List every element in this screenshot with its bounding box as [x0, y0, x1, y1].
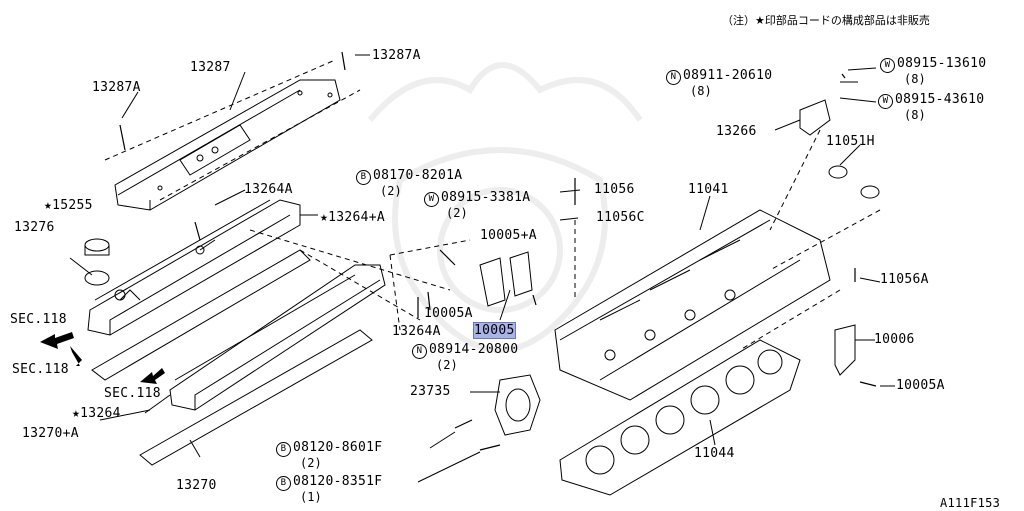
label-23735: 23735 — [410, 384, 451, 399]
bracket-10005A — [509, 251, 533, 297]
qty-08170: (2) — [380, 184, 402, 198]
bracket-10005 — [479, 257, 506, 307]
label-10006: 10006 — [874, 332, 915, 347]
bolts — [119, 51, 877, 451]
label-13264A: 13264A — [244, 182, 293, 197]
label-13287A-left: 13287A — [92, 80, 141, 95]
note-text: （注）★印部品コードの構成部品は非販売 — [722, 14, 930, 27]
qty-08120-8601F: (2) — [300, 456, 322, 470]
leader-lines — [69, 54, 895, 483]
rocker-cover-right — [169, 264, 386, 411]
head-gasket — [559, 339, 801, 496]
label-sec118-c[interactable]: SEC.118 — [104, 386, 161, 401]
plug-11051H-b — [860, 185, 880, 199]
qty-08120-8351F: (1) — [300, 490, 322, 504]
label-11051H: 11051H — [826, 134, 875, 149]
w-marker-icon: W — [880, 58, 895, 73]
label-11041: 11041 — [688, 182, 729, 197]
w-marker-icon: W — [424, 192, 439, 207]
label-sec118-b[interactable]: SEC.118 — [12, 362, 69, 377]
qty-08915-43610: (8) — [904, 108, 926, 122]
n-marker-icon: N — [412, 344, 427, 359]
qty-08911: (8) — [690, 84, 712, 98]
bracket-10006 — [834, 324, 856, 376]
label-13270plusA: 13270+A — [22, 426, 79, 441]
label-13264A-mid: 13264A — [392, 324, 441, 339]
label-13287A-top: 13287A — [372, 48, 421, 63]
label-15255: ★15255 — [44, 198, 93, 213]
b-marker-icon: B — [276, 476, 291, 491]
label-13264plusA: ★13264+A — [320, 210, 386, 225]
plug-11051H-a — [828, 165, 848, 179]
label-13287: 13287 — [190, 60, 231, 75]
b-marker-icon: B — [276, 442, 291, 457]
dashed-lines — [104, 59, 881, 351]
label-10005-highlighted[interactable]: 10005 — [473, 322, 516, 339]
rocker-cover-left — [87, 199, 301, 336]
qty-08915-3381A: (2) — [446, 206, 468, 220]
label-13266: 13266 — [716, 124, 757, 139]
label-11056A: 11056A — [880, 272, 929, 287]
label-13276: 13276 — [14, 220, 55, 235]
qty-08915-13610: (8) — [904, 72, 926, 86]
rocker-cover-top — [114, 79, 341, 211]
cam-sensor-part — [494, 374, 541, 436]
sec-arrows — [40, 332, 165, 384]
cover-gaskets — [91, 249, 373, 466]
w-marker-icon: W — [878, 94, 893, 109]
n-marker-icon: N — [666, 70, 681, 85]
label-11044: 11044 — [694, 446, 735, 461]
label-13270: 13270 — [176, 478, 217, 493]
oil-filler-cap — [84, 238, 110, 286]
label-13264: ★13264 — [72, 406, 121, 421]
bracket-13266 — [799, 99, 831, 136]
label-11056: 11056 — [594, 182, 635, 197]
label-11056C: 11056C — [596, 210, 645, 225]
label-10005A-right: 10005A — [896, 378, 945, 393]
watermark-emblem — [367, 62, 643, 353]
diagram-code: A111F153 — [940, 496, 1001, 510]
qty-08914: (2) — [436, 358, 458, 372]
label-sec118-a[interactable]: SEC.118 — [10, 312, 67, 327]
label-10005A-mid: 10005A — [424, 306, 473, 321]
cylinder-head — [554, 209, 831, 401]
label-10005plusA: 10005+A — [480, 228, 537, 243]
b-marker-icon: B — [356, 170, 371, 185]
